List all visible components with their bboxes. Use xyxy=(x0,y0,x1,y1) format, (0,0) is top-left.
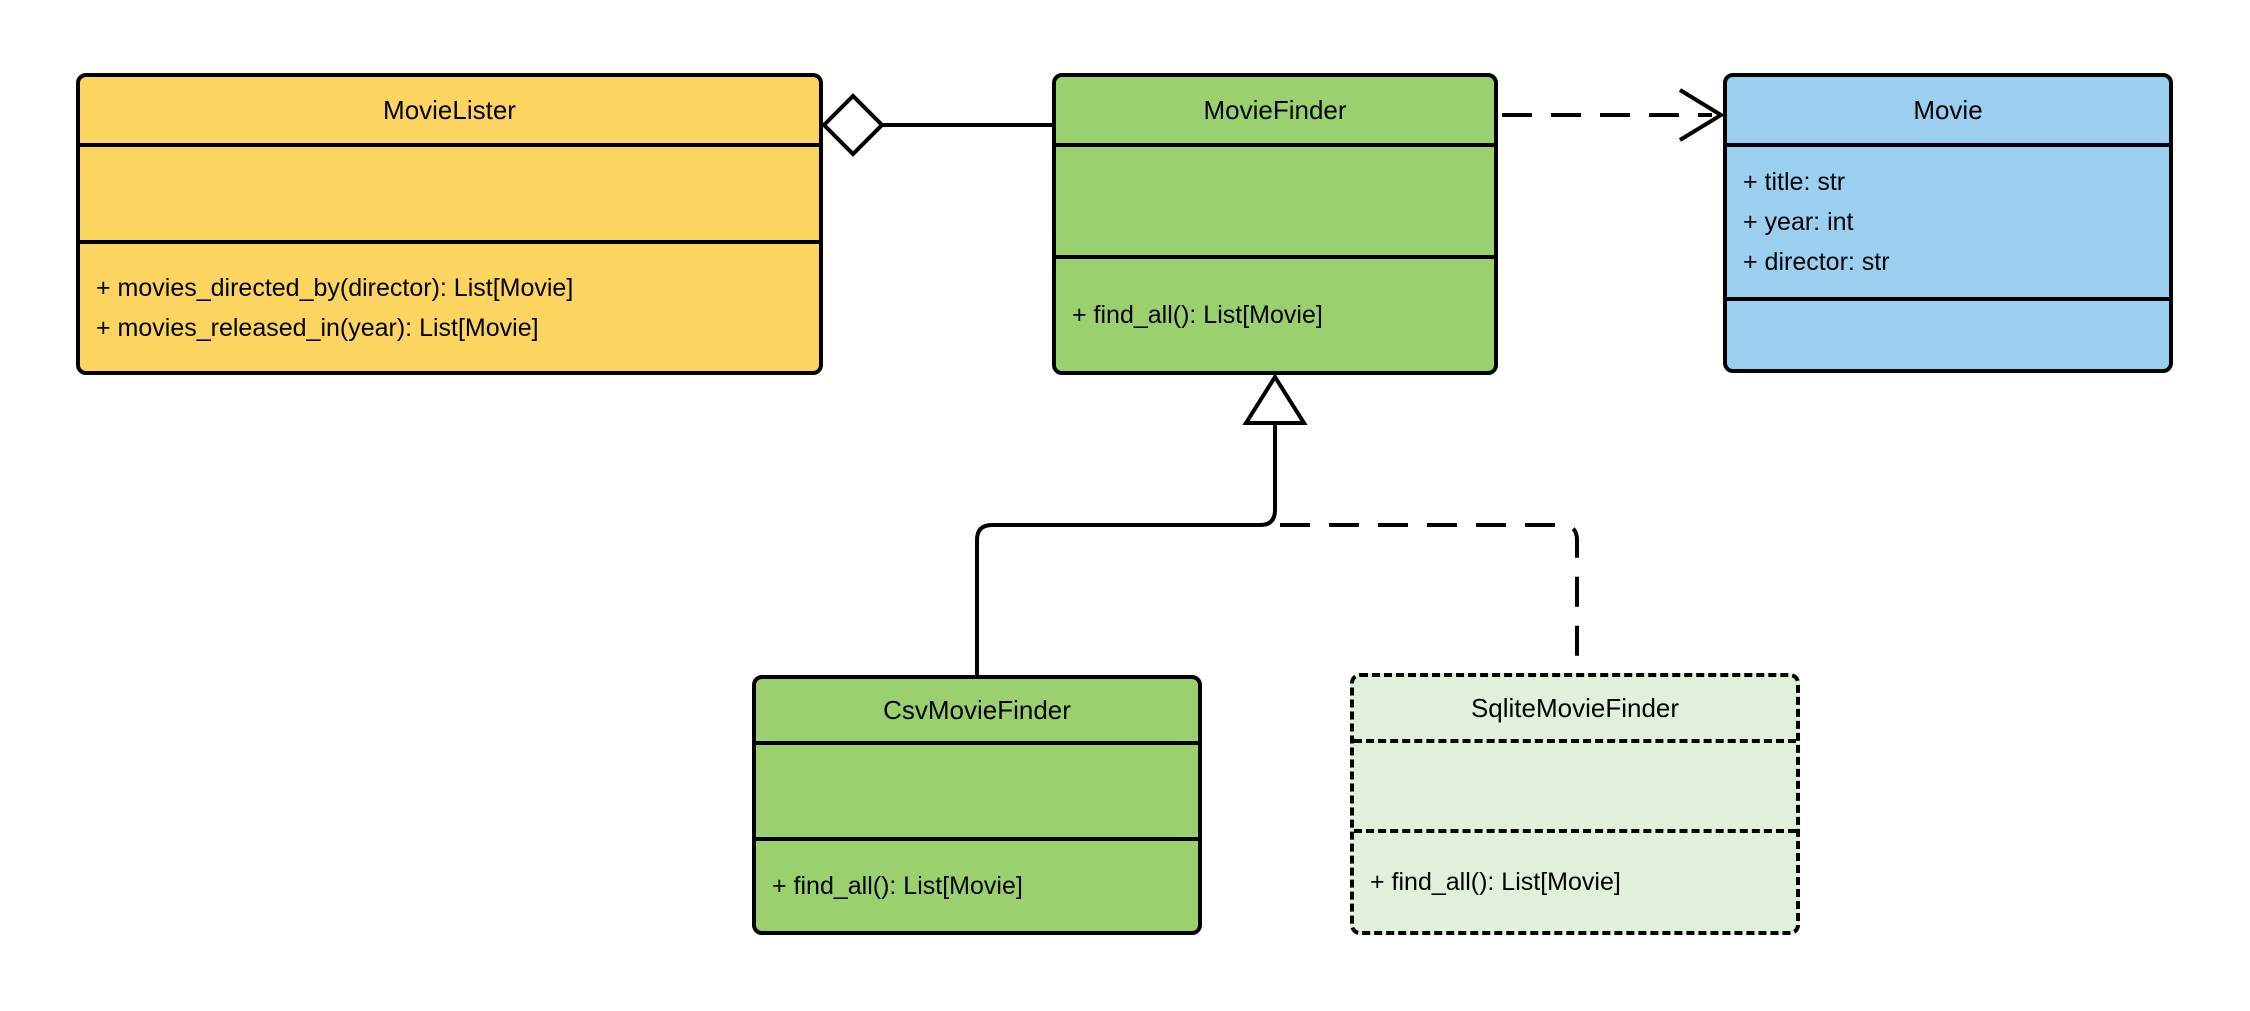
methods-compartment: + find_all(): List[Movie] xyxy=(1354,833,1796,931)
attributes-compartment xyxy=(1354,743,1796,833)
class-name-moviefinder: MovieFinder xyxy=(1056,77,1494,147)
class-name-movie: Movie xyxy=(1727,77,2169,147)
inheritance-connector-csv[interactable] xyxy=(975,423,1277,677)
class-box-movielister[interactable]: MovieLister + movies_directed_by(directo… xyxy=(76,73,823,375)
method-label: + find_all(): List[Movie] xyxy=(1072,301,1323,329)
methods-compartment: + movies_directed_by(director): List[Mov… xyxy=(80,244,819,371)
class-box-movie[interactable]: Movie + title: str + year: int + directo… xyxy=(1723,73,2173,373)
methods-compartment xyxy=(1727,301,2169,369)
attributes-compartment xyxy=(80,147,819,244)
dependency-open-arrowhead-icon[interactable] xyxy=(1678,88,1725,142)
methods-compartment: + find_all(): List[Movie] xyxy=(1056,259,1494,371)
method-label: + find_all(): List[Movie] xyxy=(772,872,1023,900)
class-box-csvmoviefinder[interactable]: CsvMovieFinder + find_all(): List[Movie] xyxy=(752,675,1202,935)
class-box-sqlitemoviefinder[interactable]: SqliteMovieFinder + find_all(): List[Mov… xyxy=(1350,673,1800,935)
class-name-sqlitemoviefinder: SqliteMovieFinder xyxy=(1354,677,1796,743)
inheritance-solid-elbow-line[interactable] xyxy=(975,423,1277,677)
inheritance-triangle-icon[interactable] xyxy=(1242,373,1308,425)
class-box-moviefinder[interactable]: MovieFinder + find_all(): List[Movie] xyxy=(1052,73,1498,375)
inheritance-dashed-elbow-line[interactable] xyxy=(1280,523,1579,675)
dependency-connector[interactable] xyxy=(1502,88,1725,142)
attribute-label: + title: str xyxy=(1743,168,1846,196)
class-name-csvmoviefinder: CsvMovieFinder xyxy=(756,679,1198,745)
method-label: + movies_directed_by(director): List[Mov… xyxy=(96,273,574,302)
inheritance-connector-sqlite[interactable] xyxy=(1280,523,1579,675)
attributes-compartment: + title: str + year: int + director: str xyxy=(1727,147,2169,301)
method-label: + find_all(): List[Movie] xyxy=(1370,868,1621,896)
aggregation-diamond-icon[interactable] xyxy=(821,93,885,157)
attributes-compartment xyxy=(1056,147,1494,259)
attribute-label: + director: str xyxy=(1743,248,1890,276)
method-label: + movies_released_in(year): List[Movie] xyxy=(96,313,539,342)
methods-compartment: + find_all(): List[Movie] xyxy=(756,841,1198,931)
attribute-label: + year: int xyxy=(1743,208,1854,236)
class-name-movielister: MovieLister xyxy=(80,77,819,147)
attributes-compartment xyxy=(756,745,1198,841)
aggregation-connector[interactable] xyxy=(821,93,1054,157)
